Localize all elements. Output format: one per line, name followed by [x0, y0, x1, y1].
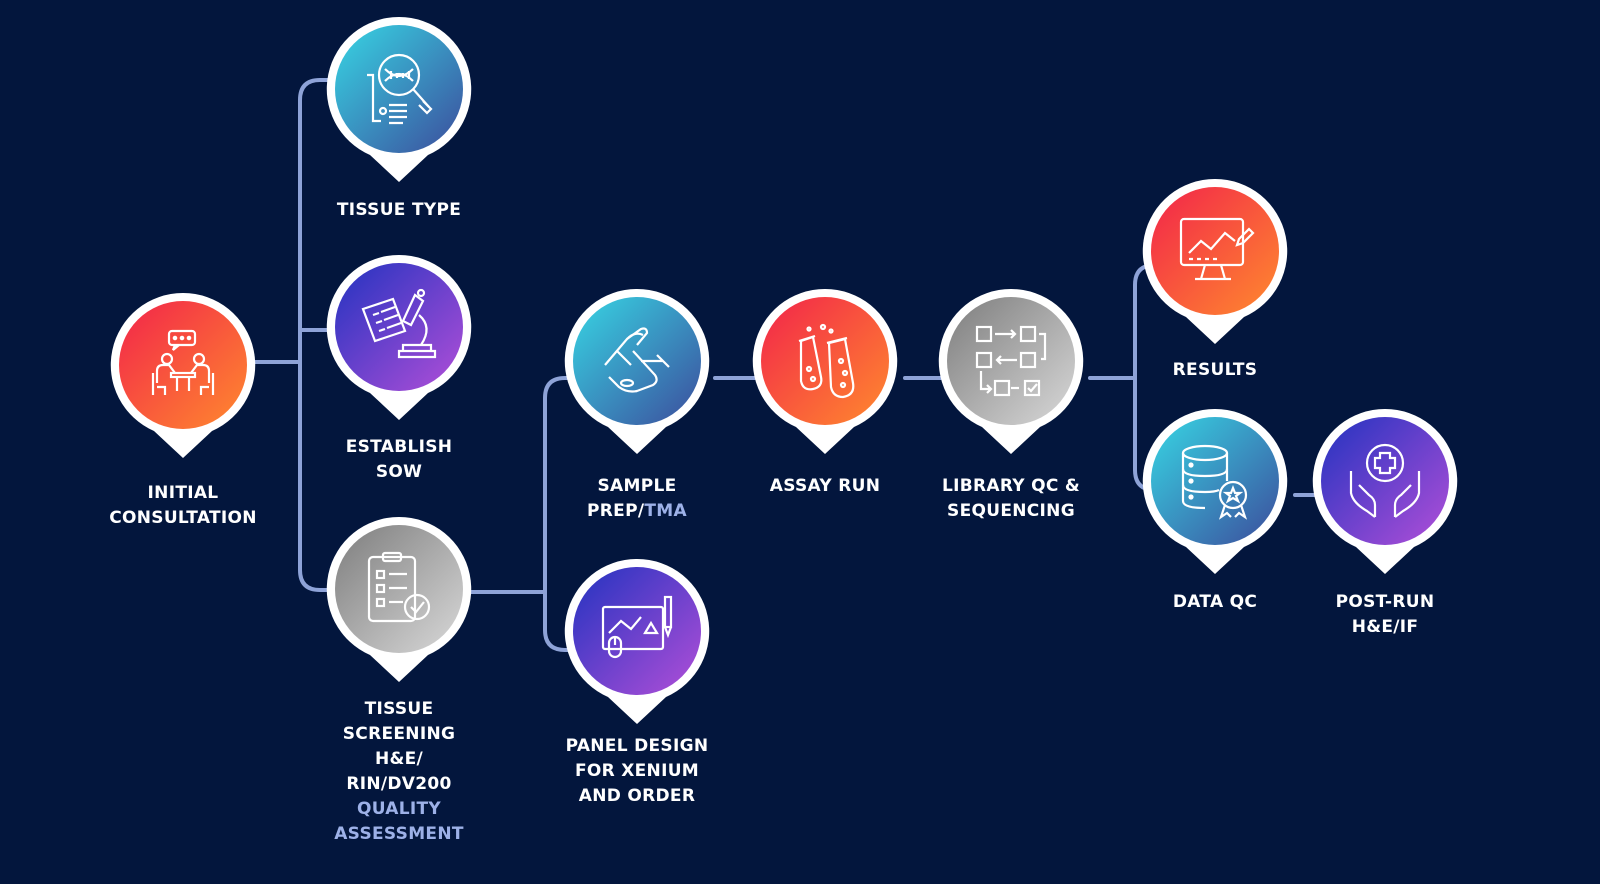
connector-branch-trunk-1 [298, 78, 337, 592]
node-establish-sow: ESTABLISH SOW [324, 252, 474, 482]
consultation-meeting-icon [151, 329, 215, 395]
node-data-qc: DATA QC [1140, 406, 1290, 612]
hand-test-tube-icon [604, 327, 670, 393]
test-tubes-icon [798, 323, 855, 399]
connector-branch-trunk-2 [543, 376, 582, 652]
node-library-qc: LIBRARY QC & SEQUENCING [936, 286, 1086, 521]
pin-marker [750, 286, 900, 456]
node-sample-prep: SAMPLE PREP/TMA [562, 286, 712, 521]
label-panel-design: PANEL DESIGN FOR XENIUM AND ORDER [565, 736, 709, 806]
node-results: RESULTS [1140, 176, 1290, 380]
label-tissue-screening: TISSUE SCREENING H&E/ RIN/DV200 QUALITY … [334, 699, 464, 844]
node-post-run: POST-RUN H&E/IF [1310, 406, 1460, 637]
checklist-clipboard-icon [367, 551, 431, 623]
monitor-chart-icon [1179, 217, 1255, 281]
node-tissue-type: TISSUE TYPE [324, 14, 474, 220]
node-initial-consultation: INITIAL CONSULTATION [108, 290, 258, 528]
node-assay-run: ASSAY RUN [750, 286, 900, 496]
hands-medical-cross-icon [1349, 443, 1421, 518]
pin-marker [562, 286, 712, 456]
node-tissue-screening: TISSUE SCREENING H&E/ RIN/DV200 QUALITY … [324, 514, 474, 844]
node-panel-design: PANEL DESIGN FOR XENIUM AND ORDER [562, 556, 712, 806]
database-badge-icon [1181, 444, 1248, 520]
microscope-icon [361, 288, 437, 359]
design-blueprint-icon [601, 595, 673, 659]
label-sample-prep: SAMPLE PREP/TMA [587, 476, 687, 521]
label-initial-consultation: INITIAL CONSULTATION [109, 483, 257, 528]
label-assay-run: ASSAY RUN [769, 476, 881, 496]
label-establish-sow: ESTABLISH SOW [345, 437, 453, 482]
label-tissue-type: TISSUE TYPE [336, 200, 462, 220]
pin-marker [324, 252, 474, 422]
label-post-run: POST-RUN H&E/IF [1335, 592, 1435, 637]
label-results: RESULTS [1172, 360, 1258, 380]
dna-magnifier-icon [367, 53, 433, 125]
pin-marker [562, 556, 712, 726]
pin-marker [108, 290, 258, 460]
label-library-qc: LIBRARY QC & SEQUENCING [941, 476, 1081, 521]
label-data-qc: DATA QC [1172, 592, 1258, 612]
pin-marker [324, 14, 474, 184]
pin-marker [1140, 406, 1290, 576]
workflow-flowchart-icon [975, 325, 1047, 397]
